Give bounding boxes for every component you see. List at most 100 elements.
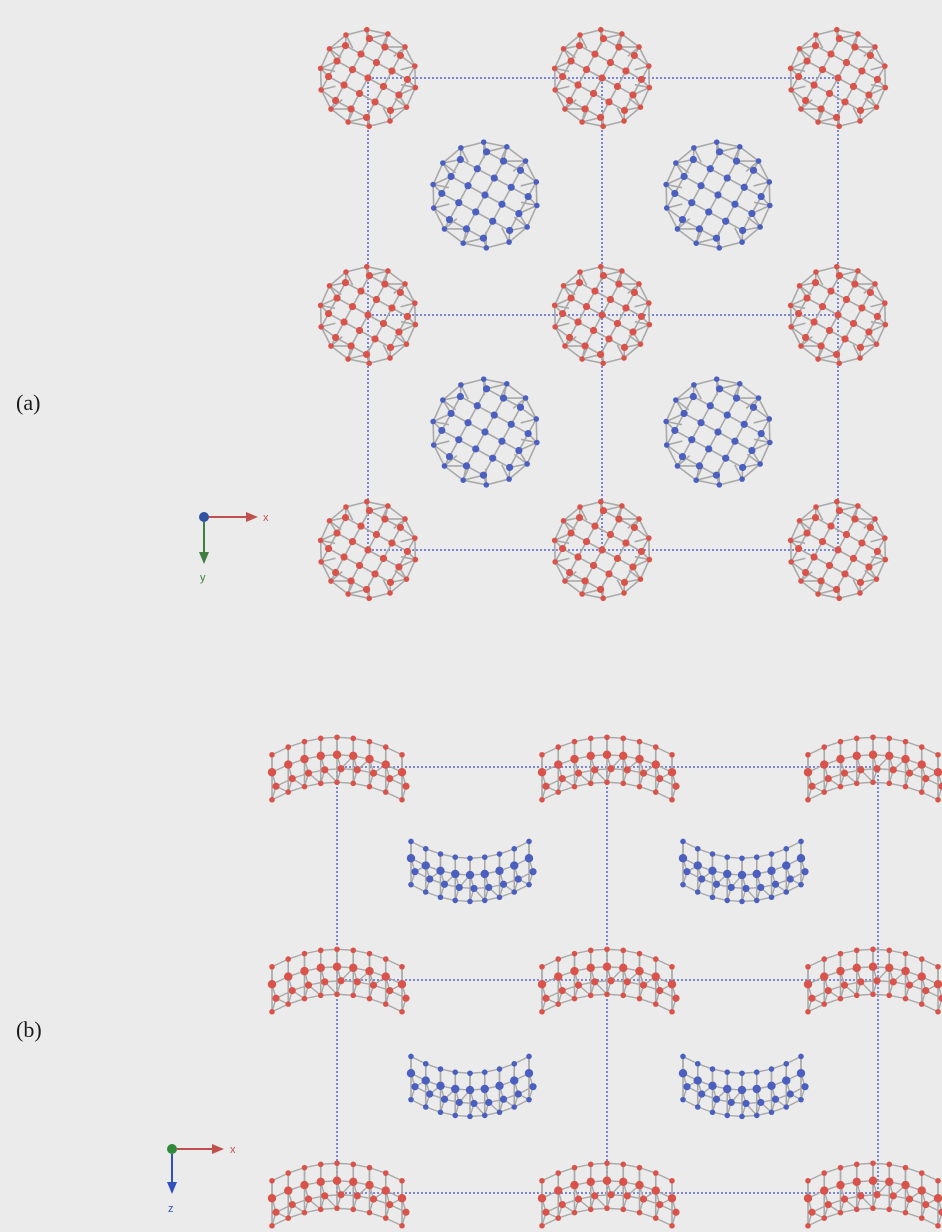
atom xyxy=(267,980,277,989)
atom xyxy=(496,1066,503,1072)
atom xyxy=(870,1205,876,1212)
atom xyxy=(456,155,464,164)
cluster-b-red xyxy=(803,946,942,1015)
atom xyxy=(591,287,599,295)
atom xyxy=(787,302,794,309)
atom xyxy=(481,428,489,436)
atom xyxy=(621,590,627,596)
bond xyxy=(600,265,623,272)
atom xyxy=(350,947,357,954)
atom xyxy=(589,89,598,98)
axis-triad-a: x y xyxy=(199,512,269,584)
atom xyxy=(805,751,811,758)
bond xyxy=(602,120,625,128)
atom xyxy=(328,106,334,112)
atom xyxy=(723,411,731,419)
atom xyxy=(739,1113,745,1120)
atom xyxy=(382,744,389,750)
bond xyxy=(817,358,840,365)
atom xyxy=(818,537,827,546)
atom xyxy=(364,26,370,33)
atom xyxy=(366,738,373,745)
atom xyxy=(870,1160,876,1167)
atom xyxy=(851,515,859,523)
bond xyxy=(757,397,770,420)
atom xyxy=(837,738,844,745)
atom xyxy=(412,556,419,563)
atom xyxy=(672,994,680,1002)
bond xyxy=(486,478,510,486)
atom xyxy=(739,1070,745,1077)
atom xyxy=(732,394,741,402)
atom xyxy=(882,300,888,306)
bond xyxy=(675,384,695,401)
atom xyxy=(636,738,643,745)
bond xyxy=(563,271,581,287)
atom xyxy=(739,855,745,862)
atom xyxy=(882,556,889,563)
atom xyxy=(637,576,644,582)
atom xyxy=(821,1170,828,1176)
atom xyxy=(485,883,493,892)
atom xyxy=(524,461,530,467)
atom xyxy=(452,897,459,904)
atom xyxy=(387,355,393,361)
atom xyxy=(355,561,364,570)
atom xyxy=(353,1192,361,1200)
bond xyxy=(807,1172,825,1182)
atom xyxy=(842,295,851,304)
bond xyxy=(347,358,370,365)
atom xyxy=(467,1070,473,1077)
atom xyxy=(678,453,687,461)
atom xyxy=(558,309,567,318)
atom xyxy=(615,43,623,51)
atom xyxy=(851,280,859,288)
bond xyxy=(414,538,417,560)
x-axis-label-b: x xyxy=(230,1144,236,1156)
atom xyxy=(620,1206,627,1213)
atom xyxy=(870,946,876,953)
atom xyxy=(820,972,829,981)
cluster-b-red xyxy=(803,734,942,803)
atom xyxy=(599,34,608,43)
atom xyxy=(622,67,630,75)
atom xyxy=(636,281,642,287)
atom xyxy=(591,766,599,774)
atom xyxy=(858,304,866,312)
atom xyxy=(539,796,545,803)
atom xyxy=(591,50,599,58)
atom xyxy=(558,774,566,783)
atom xyxy=(739,463,747,472)
atom xyxy=(767,1081,776,1091)
atom xyxy=(798,838,804,845)
atom xyxy=(798,106,804,112)
atom xyxy=(815,119,821,125)
bond xyxy=(817,121,840,128)
atom xyxy=(382,789,389,795)
atom xyxy=(304,981,313,989)
atom xyxy=(821,789,828,795)
atom xyxy=(542,1208,550,1216)
bond xyxy=(345,500,368,508)
atom xyxy=(571,1209,578,1216)
bond xyxy=(288,997,305,1005)
atom xyxy=(470,884,478,893)
atom xyxy=(345,591,351,597)
atom xyxy=(284,1186,293,1195)
atom xyxy=(369,769,378,777)
atom xyxy=(496,894,503,901)
bond xyxy=(665,162,677,185)
atom xyxy=(462,462,471,470)
atom xyxy=(755,395,762,401)
atom xyxy=(430,181,436,188)
atom xyxy=(796,283,803,289)
atom xyxy=(447,172,455,181)
bond xyxy=(366,500,389,507)
atom xyxy=(555,1001,562,1007)
bond xyxy=(768,418,771,443)
atom xyxy=(269,1008,275,1015)
atom xyxy=(820,760,829,769)
atom xyxy=(691,145,697,151)
atom xyxy=(637,104,644,110)
atom xyxy=(917,1186,926,1195)
